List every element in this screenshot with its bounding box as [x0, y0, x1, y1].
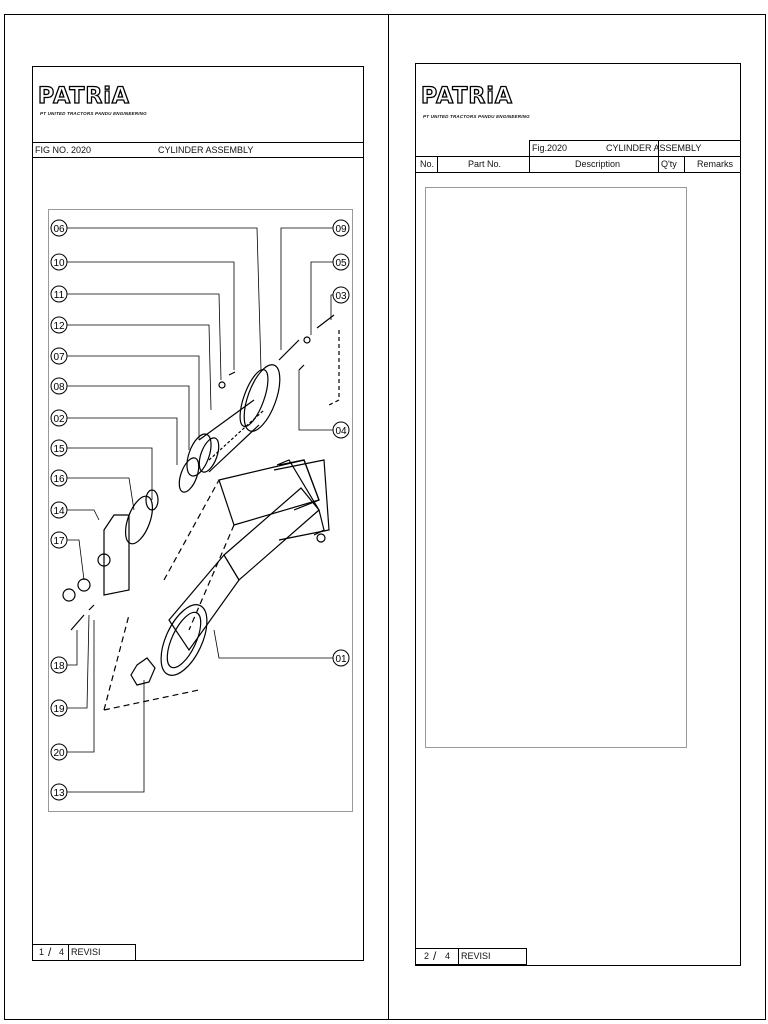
callout-09: 09 — [332, 219, 350, 237]
svg-text:02: 02 — [53, 414, 65, 425]
page-slash-right: / — [433, 949, 437, 963]
fig-row-top — [529, 140, 741, 141]
svg-text:12: 12 — [53, 321, 65, 332]
page-number-right: 2 — [424, 951, 430, 961]
page-title: CYLINDER ASSEMBLY — [158, 145, 254, 155]
column-description: Description — [575, 159, 621, 169]
callout-13: 13 — [50, 783, 68, 801]
revision-label-right: REVISI — [461, 951, 491, 961]
svg-text:04: 04 — [335, 426, 347, 437]
brand-logo: PATRiA — [37, 83, 130, 109]
column-remarks: Remarks — [697, 159, 734, 169]
svg-text:19: 19 — [53, 704, 65, 715]
svg-text:09: 09 — [335, 224, 347, 235]
callout-15: 15 — [50, 439, 68, 457]
column-no: No. — [420, 159, 435, 169]
table-header-top — [415, 156, 741, 157]
callout-08: 08 — [50, 377, 68, 395]
page-total: 4 — [59, 947, 65, 957]
page-number: 1 — [39, 947, 45, 957]
column-qty: Q'ty — [661, 159, 677, 169]
svg-text:14: 14 — [53, 506, 65, 517]
svg-text:17: 17 — [53, 536, 65, 547]
callout-14: 14 — [50, 501, 68, 519]
callout-12: 12 — [50, 316, 68, 334]
brand-subtitle-right: PT UNITED TRACTORS PANDU ENGINEERING — [423, 114, 530, 119]
callout-03: 03 — [332, 286, 350, 304]
left-footer: 1 / 4 REVISI — [32, 944, 136, 961]
page-title-right: CYLINDER ASSEMBLY — [606, 143, 702, 153]
header-rule-bottom — [32, 157, 364, 158]
exploded-parts-diagram: 06 10 11 12 07 08 02 15 16 14 17 18 19 2… — [48, 209, 353, 812]
svg-text:05: 05 — [335, 258, 347, 269]
svg-text:15: 15 — [53, 444, 65, 455]
svg-text:16: 16 — [53, 474, 65, 485]
svg-text:01: 01 — [335, 654, 347, 665]
svg-text:10: 10 — [53, 258, 65, 269]
revision-label: REVISI — [71, 947, 101, 957]
svg-text:07: 07 — [53, 352, 65, 363]
svg-text:08: 08 — [53, 382, 65, 393]
svg-text:06: 06 — [53, 224, 65, 235]
callout-18: 18 — [50, 656, 68, 674]
fig-number: FIG NO. 2020 — [35, 145, 92, 155]
callout-05: 05 — [332, 253, 350, 271]
fig-number-right: Fig.2020 — [532, 143, 568, 153]
brand-logo-right: PATRiA — [420, 83, 513, 109]
svg-text:03: 03 — [335, 291, 347, 302]
column-part-no: Part No. — [468, 159, 502, 169]
callout-11: 11 — [50, 285, 68, 303]
header-rule-top — [32, 142, 364, 143]
table-header-bottom — [415, 172, 741, 173]
callout-01: 01 — [332, 649, 350, 667]
svg-text:11: 11 — [54, 290, 65, 301]
callout-04: 04 — [332, 421, 350, 439]
page-total-right: 4 — [445, 951, 451, 961]
callout-16: 16 — [50, 469, 68, 487]
callout-19: 19 — [50, 699, 68, 717]
callout-20: 20 — [50, 743, 68, 761]
callout-10: 10 — [50, 253, 68, 271]
callout-02: 02 — [50, 409, 68, 427]
page-divider — [388, 14, 389, 1020]
callout-17: 17 — [50, 531, 68, 549]
callout-06: 06 — [50, 219, 68, 237]
parts-list-area — [425, 187, 687, 748]
cylinder-assembly-drawing: 06 10 11 12 07 08 02 15 16 14 17 18 19 2… — [50, 219, 350, 801]
svg-text:18: 18 — [53, 661, 65, 672]
document-frame — [4, 14, 766, 1020]
svg-text:20: 20 — [53, 748, 65, 759]
brand-subtitle: PT UNITED TRACTORS PANDU ENGINEERING — [40, 111, 147, 116]
right-footer: 2 / 4 REVISI — [415, 948, 527, 965]
svg-text:13: 13 — [53, 788, 65, 799]
callout-07: 07 — [50, 347, 68, 365]
page-slash: / — [48, 945, 52, 959]
